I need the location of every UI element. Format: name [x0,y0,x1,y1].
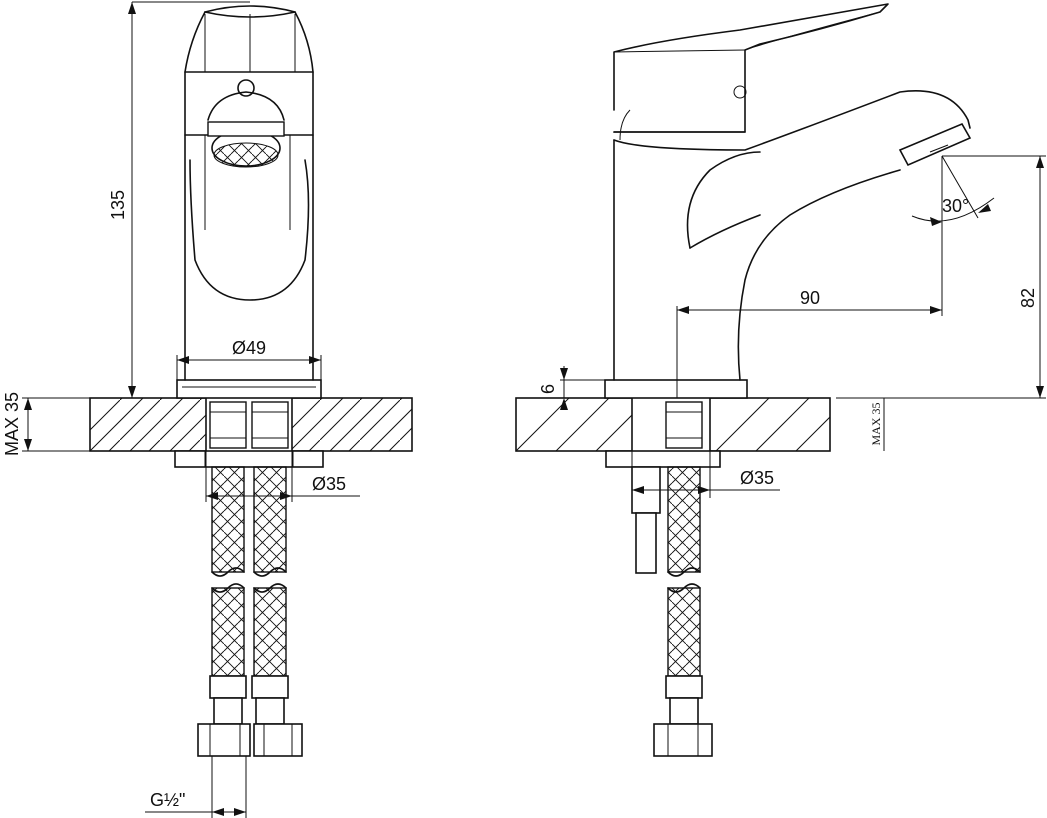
mounting-stud [631,466,661,574]
label-base-diameter: Ø49 [232,338,266,358]
label-hole-diameter-right: Ø35 [740,468,774,488]
mount-nut-right [605,450,721,468]
front-view: 135 MAX 35 Ø49 Ø35 [2,1,413,818]
dim-base-height: 6 [538,366,605,410]
dim-hole-diameter-right: Ø35 [631,451,780,498]
dim-spout-angle: 30° [911,155,995,232]
side-view: 90 82 30° 6 [515,3,1046,757]
label-spout-reach: 90 [800,288,820,308]
hose-connectors-left [209,401,289,449]
dim-base-diameter: Ø49 [176,338,322,380]
label-height: 135 [108,190,128,220]
dim-max-thickness-left: MAX 35 [2,392,90,456]
base-plate-right [604,379,748,399]
label-base-height: 6 [538,384,558,394]
base-plate-left [176,379,322,399]
dim-height-135: 135 [108,1,250,398]
label-max-thickness-right: MAX 35 [869,402,883,445]
dim-thread: G½" [145,756,247,818]
label-spout-angle: 30° [942,196,969,216]
dim-hole-diameter-left: Ø35 [205,451,360,502]
hose-right [653,401,713,757]
braided-hose-left-2 [253,466,287,677]
hose-fittings-left [197,675,303,757]
dim-spout-reach: 90 [676,228,943,398]
mount-nut-left [174,450,324,468]
label-hole-diameter-left: Ø35 [312,474,346,494]
dim-spout-height: 82 [836,155,1046,399]
faucet-body-side [613,3,972,381]
faucet-body-front [184,5,314,381]
label-thread: G½" [150,790,185,810]
braided-hose-left-1 [211,466,245,677]
dim-max-thickness-right: MAX 35 [869,398,885,451]
label-spout-height: 82 [1018,288,1038,308]
label-max-thickness-left: MAX 35 [2,392,22,456]
